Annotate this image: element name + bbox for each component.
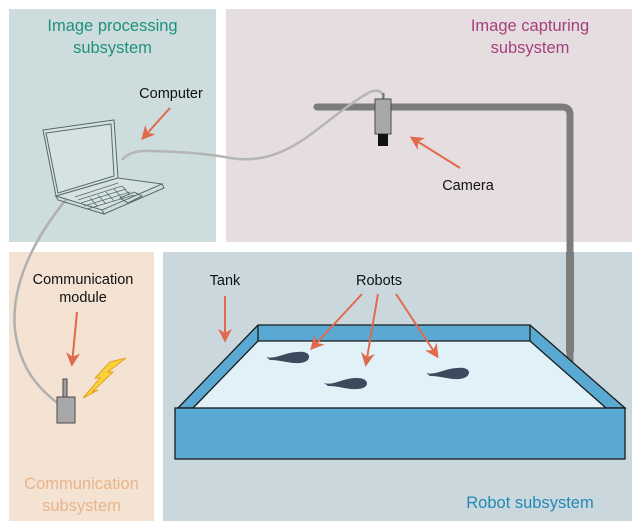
camera-label: Camera — [442, 178, 494, 194]
lightning-bolt-icon — [82, 357, 127, 399]
image-capturing-panel — [226, 9, 632, 242]
comm-module-label: Communication module — [18, 271, 148, 307]
robots-label: Robots — [356, 273, 402, 289]
comm-module-label-line1: Communication — [32, 272, 134, 288]
comm-module-label-line2: module — [59, 290, 107, 306]
communication-panel — [9, 252, 154, 521]
image-capturing-title-line1: Image capturing — [470, 17, 590, 35]
camera-cable — [121, 89, 386, 161]
image-processing-title-line2: subsystem — [73, 39, 152, 57]
image-capturing-title: Image capturing subsystem — [440, 15, 620, 59]
robot-fish-1 — [266, 351, 310, 364]
radio-module-icon — [56, 378, 76, 424]
camera-arrow — [409, 136, 461, 169]
robot-subsystem-title: Robot subsystem — [466, 494, 594, 512]
camera-icon — [374, 93, 392, 146]
robots-arrow-2 — [360, 293, 379, 367]
robots-arrow-3 — [395, 293, 439, 359]
comm-module-arrow — [66, 311, 81, 367]
image-processing-title-line1: Image processing — [47, 17, 178, 35]
camera-mount-pole-lower — [566, 252, 574, 352]
image-processing-title: Image processing subsystem — [9, 15, 216, 59]
tank-icon — [174, 324, 627, 460]
robot-fish-2 — [324, 377, 368, 390]
robots-arrow-1 — [310, 293, 363, 351]
computer-arrow — [141, 107, 171, 141]
laptop-icon — [42, 119, 165, 215]
communication-title-line1: Communication — [24, 475, 139, 493]
image-capturing-title-line2: subsystem — [490, 39, 570, 57]
robot-fish-3 — [426, 367, 470, 380]
communication-title-line2: subsystem — [42, 497, 121, 515]
comm-module-cable — [13, 194, 71, 406]
communication-title: Communication subsystem — [9, 473, 154, 517]
computer-label: Computer — [139, 86, 203, 102]
tank-label: Tank — [209, 273, 241, 289]
camera-mount-pole — [313, 103, 574, 366]
